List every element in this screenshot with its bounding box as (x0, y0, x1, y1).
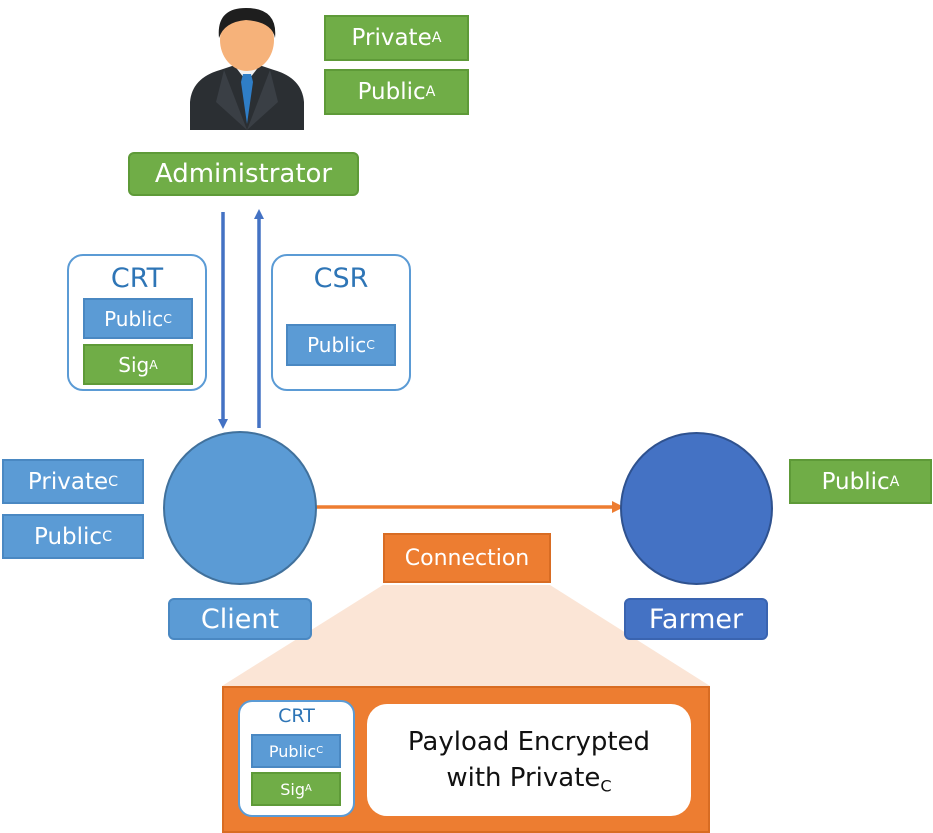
administrator-label: Administrator (128, 152, 359, 196)
connection-crt-title: CRT (278, 705, 315, 727)
connection-crt-public-key-label: Public (268, 741, 317, 761)
client-label: Client (168, 598, 312, 640)
client-public-key-label: Public (33, 523, 103, 550)
csr-public-key-label: Public (307, 333, 367, 357)
connection-crt-signature-label: Sig (280, 779, 305, 799)
crt-public-key-label: Public (104, 306, 164, 331)
client-node (163, 431, 317, 585)
crt-signature-label: Sig (118, 352, 150, 377)
crt-title: CRT (110, 263, 164, 294)
csr-panel: CSR (271, 254, 411, 391)
farmer-node (620, 432, 773, 585)
payload-line-2-sub: C (600, 776, 612, 796)
admin-private-key-label: Private (351, 25, 432, 51)
administrator-person-icon (190, 8, 304, 130)
client-private-key-label: Private (27, 468, 109, 495)
farmer-public-key-label: Public (821, 468, 890, 495)
admin-public-key-label: Public (357, 79, 426, 105)
connection-label: Connection (383, 533, 551, 583)
zoom-cone (222, 585, 710, 686)
encrypted-payload-box: Payload Encrypted with PrivateC (367, 704, 691, 816)
farmer-label: Farmer (624, 598, 768, 640)
csr-title: CSR (313, 263, 369, 294)
payload-line-2: with PrivateC (446, 760, 611, 796)
payload-line-2-text: with Private (446, 763, 601, 793)
payload-line-1: Payload Encrypted (407, 726, 651, 757)
